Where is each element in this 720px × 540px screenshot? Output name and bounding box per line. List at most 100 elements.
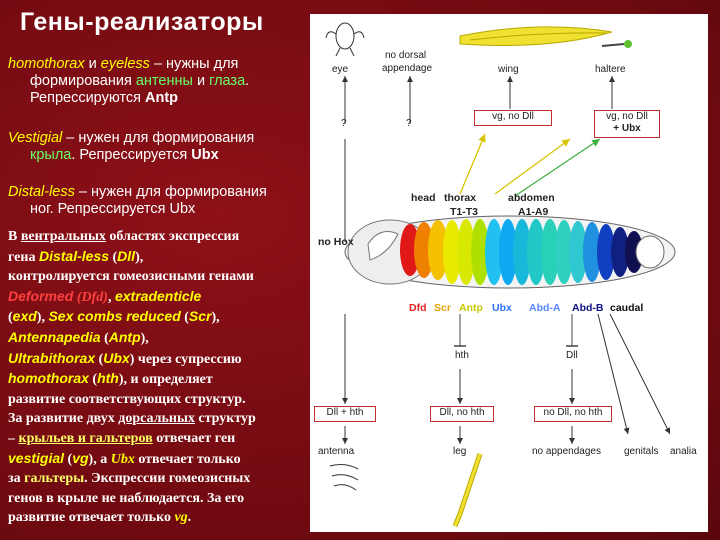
box-antenna-genes: Dll + hth [314,406,376,422]
gene: Ubx [103,349,130,366]
text: . Экспрессии гомеозисных [84,471,251,487]
text: – нужен для формирования [74,184,267,200]
line: генов в крыле не наблюдается. За его [8,490,245,506]
line: (exd), Sex combs reduced (Scr), [8,307,308,328]
text: ( [95,351,104,367]
paragraph-distal-less: Distal-less – нужен для формирования ног… [8,184,308,218]
text: крыльев и гальтеров [18,430,153,446]
line: Репрессируются Antp [8,90,308,107]
text: vg, no Dll [606,111,648,122]
text: и [192,73,210,89]
label-question-appendage: ? [406,118,412,129]
text: отвечает ген [152,430,236,446]
gene-antp: Antp [145,90,179,106]
gene-distal-less: Distal-less [8,184,75,200]
text: – [8,430,19,446]
antenna-illustration [329,464,359,491]
label-hth: hth [455,350,469,361]
label-genitals: genitals [624,446,659,457]
line: – крыльев и гальтеров отвечает ген [8,429,308,449]
label-abdomen: abdomen [508,192,555,204]
hox-abd-b: Abd-B [572,302,604,314]
line: развитие соответствующих структур. [8,391,246,407]
line: За развитие двух дорсальных структур [8,409,308,429]
label-dll: Dll [566,350,578,361]
gene: hth [97,370,119,387]
text: В [8,229,21,244]
line: крыла. Репрессируется Ubx [8,147,308,164]
leg-illustration [452,453,483,527]
text: ( [64,451,73,467]
gene: Deformed [8,287,74,304]
text: отвечает только [134,451,241,467]
gene-ubx: Ubx [191,147,219,163]
label-appendage: appendage [382,63,433,74]
gene: vg [174,510,188,526]
gene: Ubx [110,451,135,467]
text: структур [194,411,256,427]
label-no-dorsal: no dorsal [385,50,427,61]
wing-illustration [459,26,613,46]
highlight-wing: крыла [30,147,72,163]
text: формирования [30,73,136,89]
text: ) [129,351,135,367]
text: гальтеры [24,471,85,487]
text: За развитие двух [8,411,119,427]
box-leg-genes: Dll, no hth [430,406,494,422]
gene: Distal-less [38,247,109,264]
gene-vestigial: Vestigial [8,130,63,146]
gene: Scr [188,308,212,325]
gene: Ultrabithorax [8,349,96,366]
text: – нужны для [149,56,239,72]
label-thorax: thorax [444,192,477,204]
line: vestigial (vg), а Ubx отвечает только [8,449,308,470]
label-a1-a9: A1-A9 [518,206,549,218]
text: , и определяет [123,372,213,388]
paragraph-ventral: В вентральных областях экспрессия гена D… [8,227,308,528]
text: ( [180,310,189,326]
line: В вентральных областях экспрессия [8,227,308,247]
text: ), [140,330,149,346]
hox-caudal: caudal [610,302,644,314]
label-no-hox: no Hox [318,236,354,248]
gene: extradenticle [114,287,202,304]
label-no-appendages: no appendages [532,446,601,457]
text: ) [88,451,94,467]
box-no-appendage-genes: no Dll, no hth [534,406,612,422]
text: ( [109,249,118,265]
haltere-illustration [601,40,632,48]
label-t1-t3: T1-T3 [450,206,479,218]
label-leg: leg [453,446,467,457]
gene-eyeless: eyeless [100,56,150,72]
label-question-eye: ? [341,118,347,129]
paragraph-vestigial: Vestigial – нужен для формирования крыла… [8,130,308,164]
box-wing-genes: vg, no Dll [474,110,552,126]
label-head: head [411,192,436,204]
line: Antennapedia (Antp), [8,328,308,349]
line: homothorax (hth), и определяет [8,369,308,390]
text: ), [36,310,49,326]
label-analia: analia [670,446,697,457]
text: ) [118,372,124,388]
text: ), [135,249,144,265]
hox-ubx: Ubx [492,302,512,314]
line: формирования антенны и глаза. [8,73,308,90]
embryo-illustration [344,215,676,289]
text: ( [88,372,98,388]
label-wing: wing [498,64,519,75]
gene: vg [72,449,89,466]
line: Deformed (Dfd), extradenticle [8,287,308,308]
text: дорсальных [118,411,195,427]
line: Ultrabithorax (Ubx) через супрессию [8,349,308,370]
embryo-segments [443,219,665,285]
line: контролируется гомеозисными генами [8,269,254,285]
gene: Dll [117,247,136,264]
text: . [245,73,250,89]
text: и [84,56,101,72]
text: развитие отвечает только [8,510,175,526]
hox-abd-a: Abd-A [529,302,561,314]
text: гена [8,249,39,265]
gene: homothorax [8,370,89,387]
highlight-antenna: антенны [135,73,193,89]
